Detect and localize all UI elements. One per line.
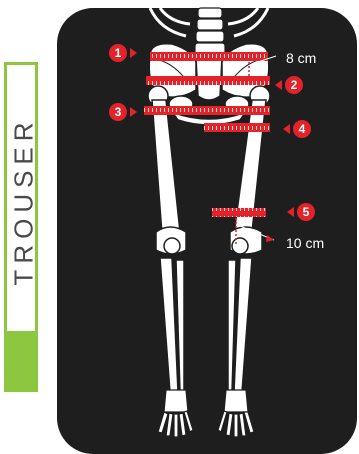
foot-left — [158, 390, 193, 437]
svg-text:3: 3 — [115, 105, 122, 119]
tape-thigh — [204, 123, 270, 132]
spine — [195, 8, 225, 55]
marker-2: 2 — [275, 76, 303, 94]
foot-right — [218, 390, 254, 437]
lower-leg-left — [160, 258, 184, 392]
marker-5: 5 — [287, 203, 315, 221]
svg-text:1: 1 — [115, 46, 122, 60]
lower-leg-right — [228, 258, 252, 392]
marker-1: 1 — [109, 44, 137, 62]
svg-text:5: 5 — [303, 205, 310, 219]
tape-upper-hip — [146, 76, 270, 85]
kneecap-right — [232, 238, 248, 254]
waist-gap-label: 8 cm — [286, 50, 316, 66]
marker-3: 3 — [109, 103, 137, 121]
tape-hip — [144, 106, 270, 115]
tape-knee — [212, 208, 266, 217]
knee-gap-label: 10 cm — [286, 235, 324, 251]
svg-text:4: 4 — [299, 122, 306, 136]
kneecap-left — [164, 238, 180, 254]
svg-text:2: 2 — [291, 78, 298, 92]
marker-4: 4 — [283, 120, 311, 138]
tape-waist — [150, 52, 268, 61]
